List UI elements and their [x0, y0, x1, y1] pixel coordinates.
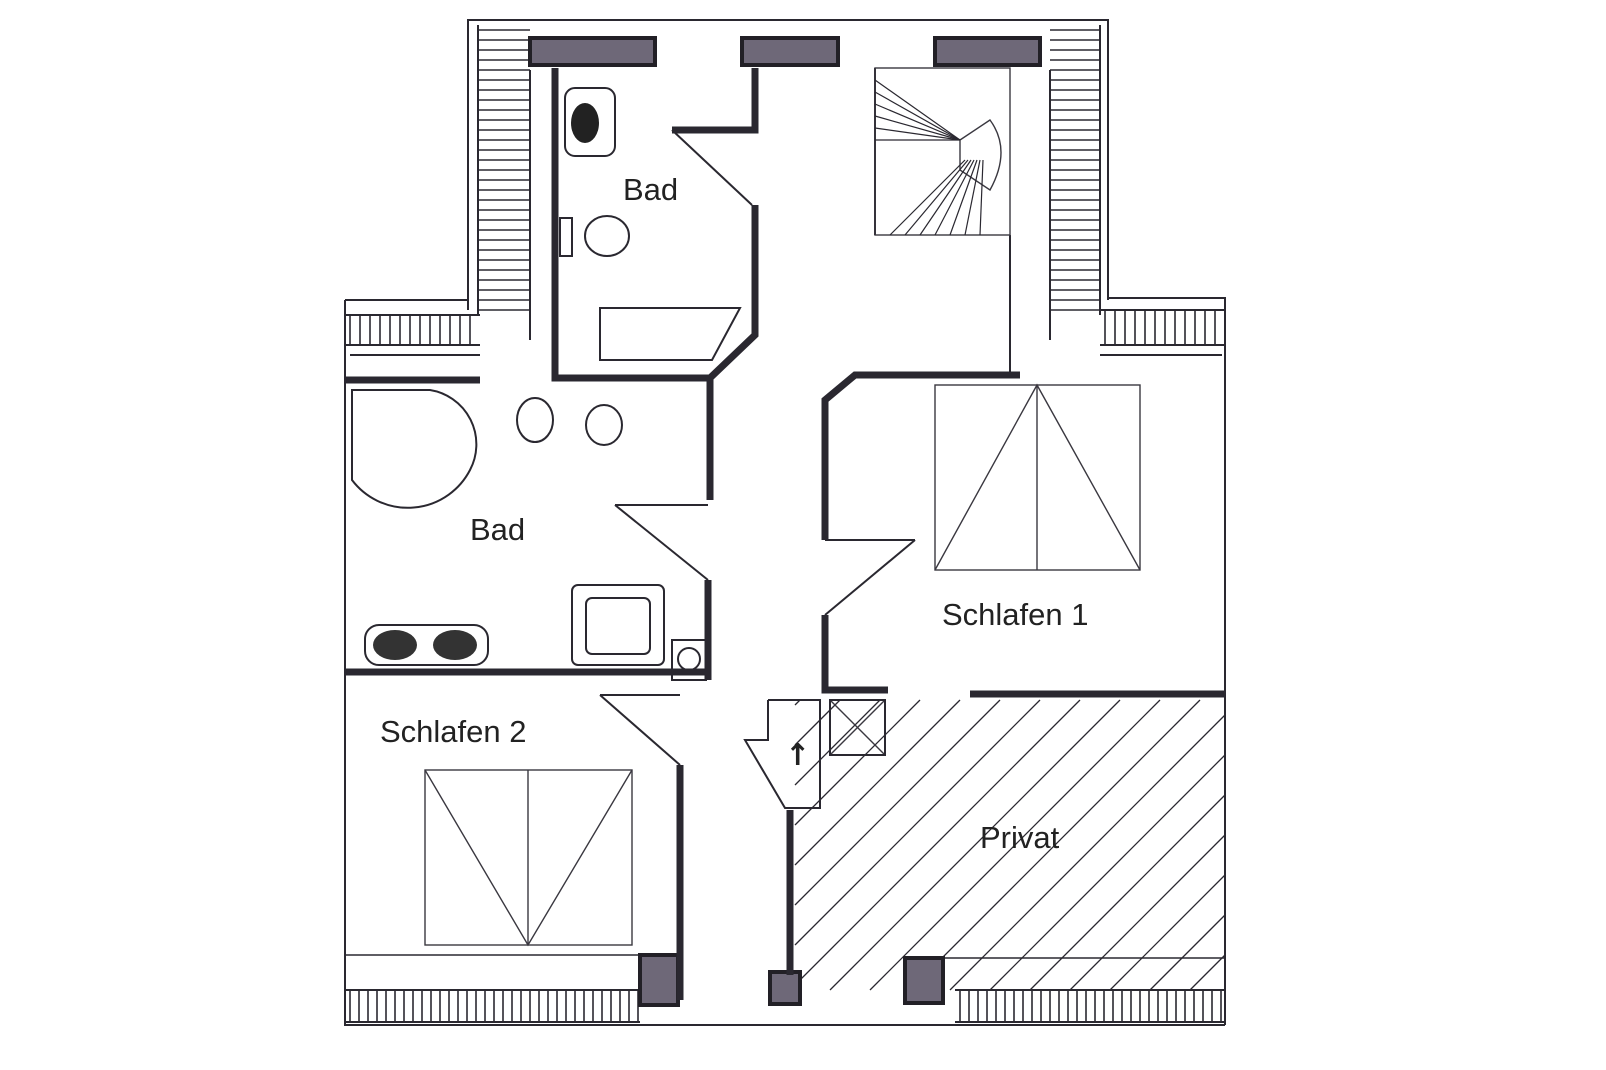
hatch-line: [979, 159, 984, 236]
hatch-line: [989, 754, 1226, 991]
hatch-line: [794, 699, 841, 746]
private-area-hatching: [794, 699, 1226, 991]
staircase: [874, 67, 1011, 236]
up-arrow-icon: ↑: [785, 738, 810, 773]
chimney-block: [740, 36, 840, 67]
hatch-line: [794, 699, 1041, 946]
room-label-bath-lower: Bad: [470, 512, 525, 547]
hatch-line: [794, 699, 881, 786]
room-label-bedroom-1: Schlafen 1: [942, 597, 1089, 632]
hatch-line: [874, 79, 961, 141]
hatch-line: [874, 127, 961, 141]
room-label-private: Privat: [980, 820, 1060, 855]
interior-walls: [345, 68, 1225, 1000]
hatch-line: [964, 159, 981, 236]
pillar: [768, 970, 802, 1006]
pillar: [903, 956, 945, 1005]
bathtub-upper: [599, 307, 742, 361]
hatch-line: [904, 159, 969, 236]
hatch-line: [1189, 954, 1226, 991]
toilet-lower: [516, 397, 554, 443]
hatch-line: [1149, 914, 1226, 991]
hatch-line: [869, 699, 1161, 991]
hatch-line: [909, 699, 1201, 991]
hatch-line: [794, 699, 1081, 986]
chimney-block: [933, 36, 1042, 67]
skylight-bedroom-1: [934, 383, 1141, 571]
shower-tray: [571, 584, 665, 666]
double-sink: [364, 624, 489, 666]
hatch-line: [934, 159, 975, 236]
hatch-line: [794, 699, 961, 866]
hatch-line: [1109, 874, 1226, 991]
hatch-line: [874, 115, 961, 141]
hatch-line: [874, 103, 961, 141]
pillar: [638, 953, 680, 1007]
hatch-line: [874, 91, 961, 141]
hatch-line: [1069, 834, 1226, 991]
corner-bath: [351, 389, 478, 509]
hatch-line: [949, 714, 1226, 991]
hatch-line: [919, 159, 972, 236]
hatch-line: [794, 699, 1001, 906]
hatch-line: [794, 699, 921, 826]
small-staircase: ↑: [743, 699, 886, 809]
hatch-line: [829, 699, 1121, 991]
room-label-bedroom-2: Schlafen 2: [380, 714, 527, 749]
hatch-line: [1029, 794, 1226, 991]
sink-upper: [584, 215, 630, 257]
outer-walls: [344, 19, 1226, 1026]
room-label-bath-upper: Bad: [623, 172, 678, 207]
skylight-bedroom-2: [424, 769, 633, 947]
toilet-lower-2: [585, 404, 623, 446]
roof-slope-hatching: [345, 25, 1225, 1023]
chimney-block: [528, 36, 657, 67]
hatch-line: [949, 159, 978, 236]
fixtures: [351, 87, 742, 666]
hatch-line: [889, 159, 966, 236]
toilet-upper: [564, 87, 616, 157]
